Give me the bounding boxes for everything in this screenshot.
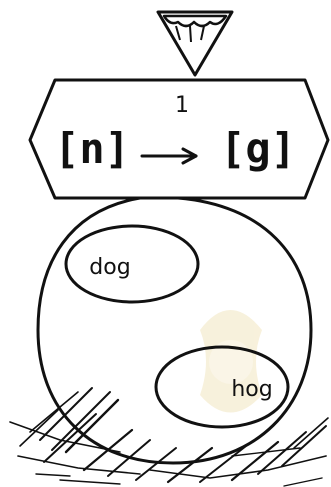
word-label-hog: hog (231, 377, 272, 402)
word-label-dog: dog (89, 255, 130, 280)
rule-input-text: [n] (54, 124, 130, 173)
right-arrow-icon (142, 149, 196, 163)
rule-step-number: 1 (175, 93, 189, 118)
downward-triangle-icon (158, 12, 232, 75)
word-oval-dog (66, 226, 198, 302)
rule-output-text: [g] (220, 124, 296, 173)
hatched-ground-icon (10, 388, 328, 486)
